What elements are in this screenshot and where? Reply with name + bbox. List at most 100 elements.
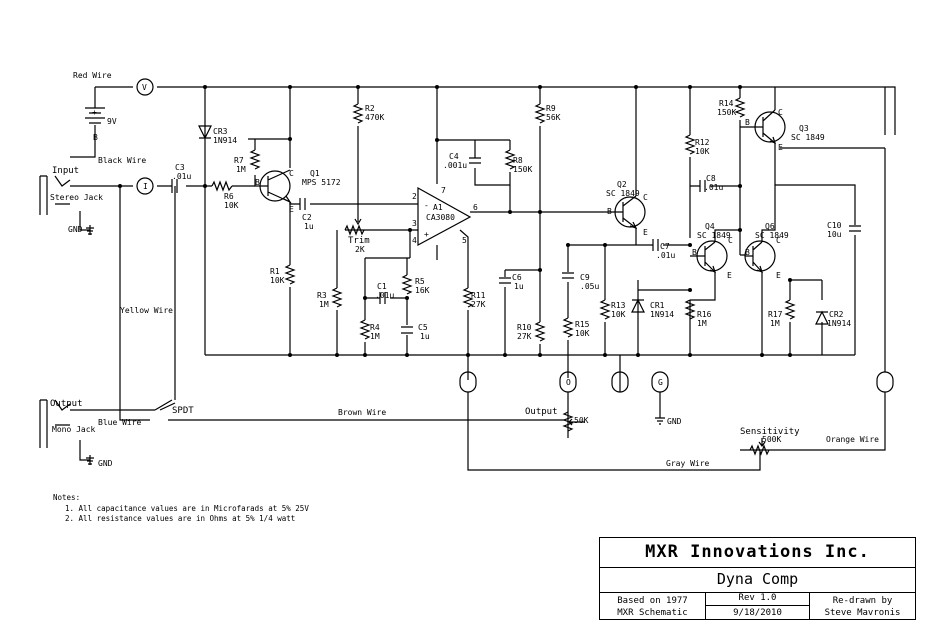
diode-cr1 — [631, 298, 645, 313]
label-gnd-output: GND — [98, 459, 113, 468]
label-spdt: SPDT — [172, 406, 194, 416]
label-pin-5: 5 — [462, 236, 467, 245]
resistor-r9 — [534, 103, 546, 124]
label-opamp-minus: - — [424, 201, 429, 210]
connector-i — [136, 177, 154, 195]
label-q1-b: B — [255, 178, 260, 187]
label-output-pot-value: 50K — [574, 416, 589, 425]
label-q3-c: C — [778, 108, 783, 117]
label-connector-o: O — [566, 378, 571, 387]
label-mono-jack: Mono Jack — [52, 425, 96, 434]
grounds — [86, 225, 665, 465]
label-red-wire: Red Wire — [73, 71, 112, 80]
label-trim-name: Trim — [348, 236, 370, 246]
label-connector-g: G — [658, 378, 663, 387]
label-q4-e: E — [727, 271, 732, 280]
label-blue-wire: Blue Wire — [98, 418, 142, 427]
label-battery-b: B — [93, 133, 98, 142]
resistor-r12 — [684, 134, 696, 155]
label-cr1-name: CR1 — [650, 301, 665, 310]
label-output-jack: Output — [50, 399, 83, 409]
labels: Red Wire Black Wire Yellow Wire Blue Wir… — [50, 71, 879, 468]
resistor-r8 — [504, 149, 516, 170]
title-revision: Rev 1.0 9/18/2010 — [706, 592, 810, 620]
connector-g — [651, 371, 669, 393]
label-q1-e: E — [289, 205, 294, 214]
label-r7-value: 1M — [236, 165, 246, 174]
resistor-r4 — [359, 319, 371, 340]
connector-o — [559, 371, 577, 393]
resistor-r16 — [684, 299, 696, 320]
label-r2-name: R2 — [365, 104, 375, 113]
label-q6-value: SC 1849 — [755, 231, 789, 240]
label-q3-name: Q3 — [799, 124, 809, 133]
capacitor-c4 — [469, 157, 481, 164]
wires — [70, 86, 896, 471]
label-r1-value: 10K — [270, 276, 285, 285]
label-r9-value: 56K — [546, 113, 561, 122]
resistor-r3 — [331, 287, 343, 308]
label-r1-name: R1 — [270, 267, 280, 276]
potentiometer-trim — [344, 216, 365, 236]
label-gnd-input: GND — [68, 225, 83, 234]
label-r17-value: 1M — [770, 319, 780, 328]
label-stereo-jack: Stereo Jack — [50, 193, 103, 202]
transistor-q2 — [614, 195, 646, 230]
title-date: 9/18/2010 — [733, 608, 782, 618]
label-r5-value: 16K — [415, 286, 430, 295]
label-pin-4: 4 — [412, 236, 417, 245]
label-q1-name: Q1 — [310, 169, 320, 178]
label-black-wire: Black Wire — [98, 156, 146, 165]
spdt-switch — [150, 399, 173, 411]
ground-input — [86, 225, 94, 235]
label-c9-value: .05u — [580, 282, 599, 291]
title-redrawn-line-1: Re-drawn by — [832, 596, 893, 606]
label-r10-value: 27K — [517, 332, 532, 341]
label-q3-b: B — [745, 118, 750, 127]
label-c6-name: C6 — [512, 273, 522, 282]
label-sensitivity-name: Sensitivity — [740, 427, 800, 437]
capacitor-c5 — [401, 326, 413, 334]
label-r6-value: 10K — [224, 201, 239, 210]
label-r3-name: R3 — [317, 291, 327, 300]
label-c10-name: C10 — [827, 221, 842, 230]
capacitor-c3 — [171, 179, 178, 193]
resistor-r6 — [211, 180, 233, 192]
label-r8-name: R8 — [513, 156, 523, 165]
resistor-r2 — [352, 103, 364, 124]
connector-pad-3 — [611, 371, 629, 393]
label-pin-6: 6 — [473, 203, 478, 212]
label-cr2-name: CR2 — [829, 310, 844, 319]
label-q2-e: E — [643, 228, 648, 237]
label-q1-c: C — [289, 169, 294, 178]
jacks — [39, 175, 173, 448]
transistor-q4 — [696, 240, 728, 274]
label-r12-value: 10K — [695, 147, 710, 156]
label-cr1-value: 1N914 — [650, 310, 674, 319]
ground-g — [655, 410, 665, 425]
label-r14-name: R14 — [719, 99, 734, 108]
notes-line-1: 1. All capacitance values are in Microfa… — [65, 504, 309, 513]
label-c8-name: C8 — [706, 174, 716, 183]
title-redrawn-line-2: Steve Mavronis — [824, 608, 901, 618]
label-c5-name: C5 — [418, 323, 428, 332]
label-q2-name: Q2 — [617, 180, 627, 189]
label-gray-wire: Gray Wire — [666, 459, 710, 468]
resistor-r14 — [734, 97, 746, 118]
connector-v — [136, 78, 154, 96]
label-q6-c: C — [776, 236, 781, 245]
capacitor-c7 — [652, 239, 659, 251]
potentiometer-sensitivity — [749, 438, 770, 456]
label-r7-name: R7 — [234, 156, 244, 165]
transistors — [259, 109, 786, 274]
label-c7-value: .01u — [656, 251, 675, 260]
resistor-r1 — [284, 264, 296, 285]
label-r11-value: 27K — [471, 300, 486, 309]
label-q6-e: E — [776, 271, 781, 280]
label-r2-value: 470K — [365, 113, 384, 122]
label-a1-value: CA3080 — [426, 213, 455, 222]
label-q2-b: B — [607, 207, 612, 216]
label-orange-wire: Orange Wire — [826, 435, 879, 444]
label-q4-name: Q4 — [705, 222, 715, 231]
